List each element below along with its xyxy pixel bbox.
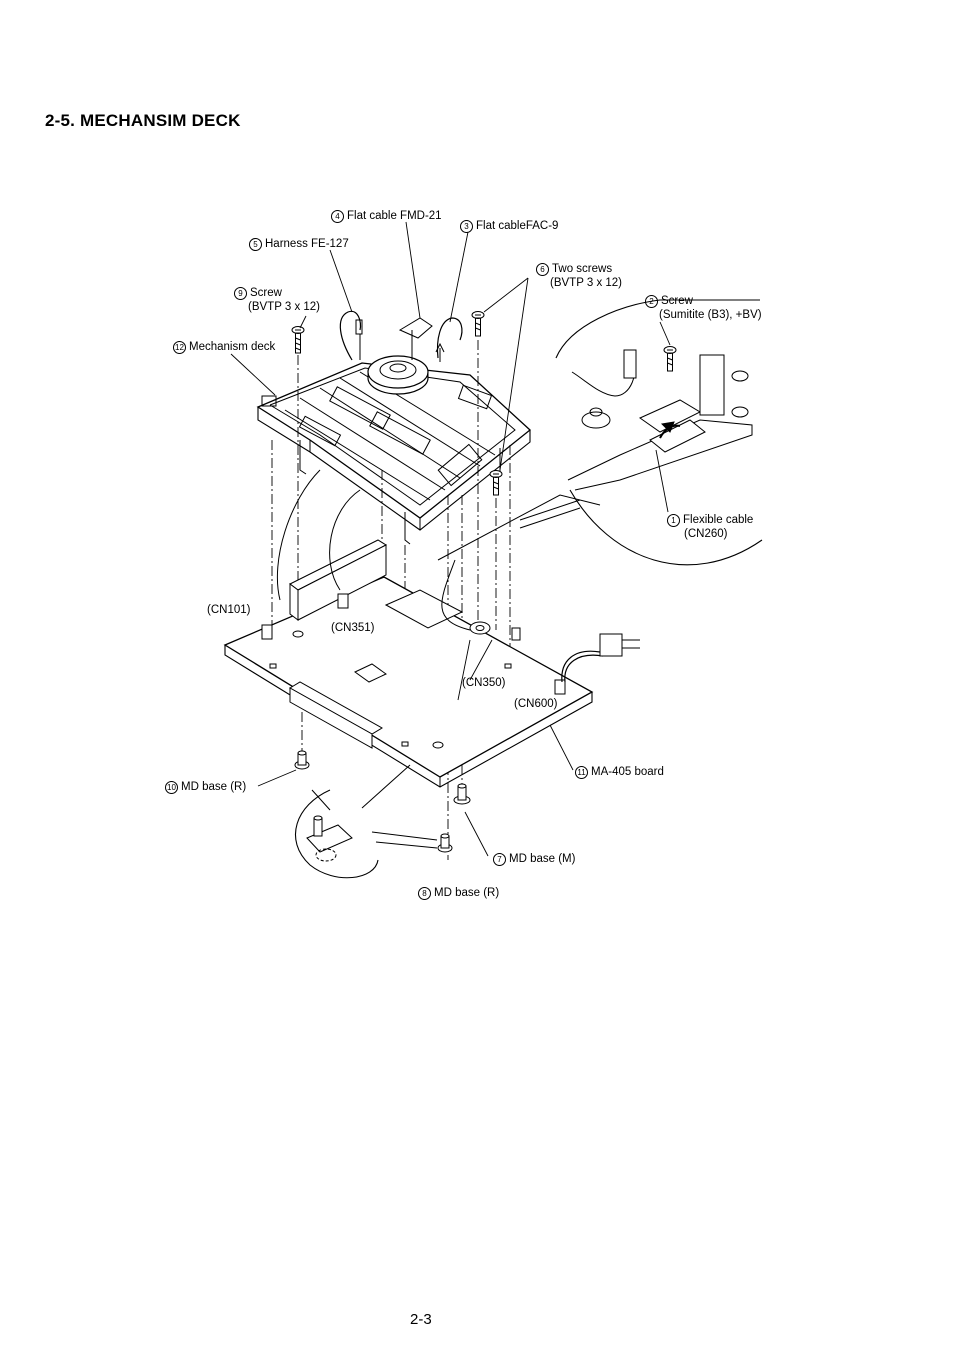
callout-number: 11: [575, 766, 588, 779]
callout-number: 4: [331, 210, 344, 223]
ma-405-board-drawing: [225, 540, 592, 787]
loose-cables-drawing: [277, 470, 600, 630]
connector-label-cn350: (CN350): [462, 677, 506, 689]
callout-number: 12: [173, 341, 186, 354]
mechanism-deck-drawing: [258, 356, 530, 544]
callout-number: 5: [249, 238, 262, 251]
callout-text: Harness FE-127: [265, 238, 349, 250]
callout-subtext: (Sumitite (B3), +BV): [659, 309, 762, 321]
callout-number: 8: [418, 887, 431, 900]
callout-subtext: (BVTP 3 x 12): [248, 301, 321, 313]
leader-lines: [231, 222, 670, 856]
callout-text: MA-405 board: [591, 766, 664, 778]
connector-label-cn101: (CN101): [207, 604, 251, 616]
callout-number: 9: [234, 287, 247, 300]
flexible-cable-detail-view: [520, 300, 762, 565]
callout-number: 1: [667, 514, 680, 527]
callout-text: MD base (M): [509, 853, 576, 865]
md-base-detail-view: [295, 765, 437, 878]
screws-drawing: [292, 312, 676, 496]
callout-text: MD base (R): [434, 887, 500, 899]
callout-text: Flexible cable: [683, 514, 754, 526]
callout-number: 2: [645, 295, 658, 308]
connector-label-cn351: (CN351): [331, 622, 375, 634]
callout-subtext: (CN260): [684, 528, 728, 540]
callout-text: MD base (R): [181, 781, 247, 793]
callout-text: Flat cableFAC-9: [476, 220, 559, 232]
callout-number: 7: [493, 853, 506, 866]
md-bases-drawing: [295, 751, 470, 852]
page-number: 2-3: [410, 1311, 432, 1328]
callout-number: 6: [536, 263, 549, 276]
section-title: 2-5. MECHANSIM DECK: [45, 111, 241, 130]
callout-number: 10: [165, 781, 178, 794]
connector-label-cn600: (CN600): [514, 698, 558, 710]
callout-text: Screw: [661, 295, 693, 307]
deck-cables-drawing: [340, 311, 462, 362]
callout-text: Mechanism deck: [189, 341, 276, 353]
callout-number: 3: [460, 220, 473, 233]
callout-text: Flat cable FMD-21: [347, 210, 442, 222]
callout-text: Two screws: [552, 263, 613, 275]
callout-subtext: (BVTP 3 x 12): [550, 277, 623, 289]
cn600-cable-drawing: [562, 634, 640, 682]
callout-text: Screw: [250, 287, 282, 299]
